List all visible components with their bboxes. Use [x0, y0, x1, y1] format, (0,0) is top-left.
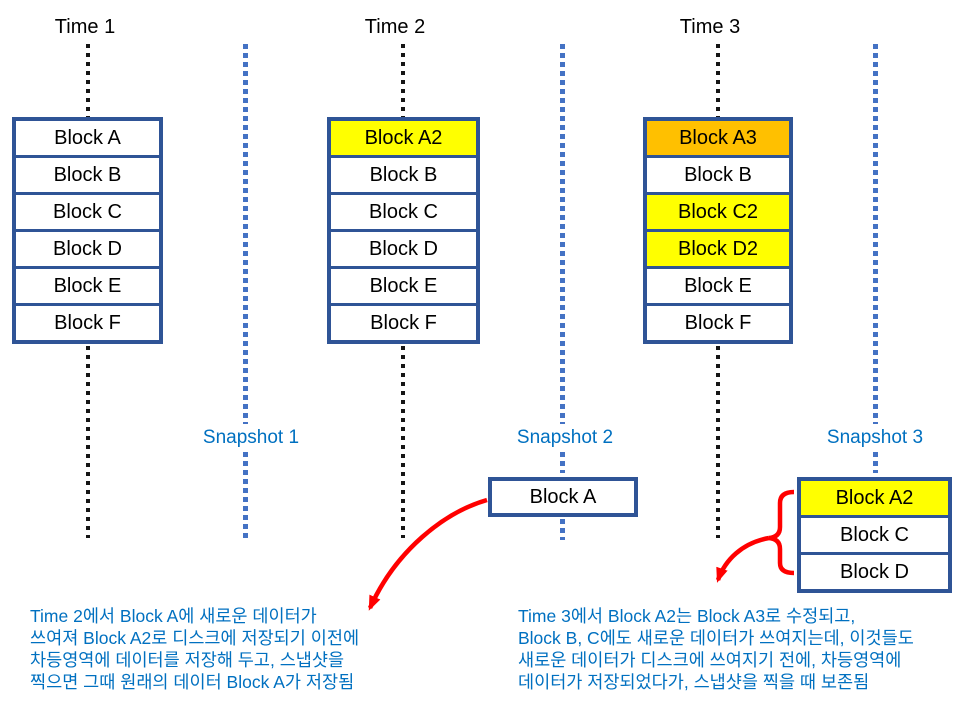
block-cell: Block D2: [647, 232, 789, 266]
time-2-block-stack: Block A2 Block B Block C Block D Block E…: [327, 117, 480, 344]
block-cell: Block F: [16, 306, 159, 340]
block-cell: Block A2: [801, 481, 948, 515]
time-1-dotted-line-top: [86, 44, 90, 117]
note-line: 쓰여져 Block A2로 디스크에 저장되기 이전에: [30, 628, 360, 648]
snapshot-2-dotted-line-top: [560, 44, 565, 424]
note-snapshot-2: Time 2에서 Block A에 새로운 데이터가 쓰여져 Block A2로…: [30, 605, 359, 693]
note-line: Time 2에서 Block A에 새로운 데이터가: [30, 606, 317, 626]
arrow-block-a-to-note-icon: [367, 497, 488, 611]
block-cell: Block D: [331, 232, 476, 266]
snapshot-1-dotted-line-top: [243, 44, 248, 424]
snapshot-2-dotted-line-middle: [560, 452, 565, 473]
block-cell: Block B: [647, 158, 789, 192]
time-1-block-stack: Block A Block B Block C Block D Block E …: [12, 117, 163, 344]
note-line: 찍으면 그때 원래의 데이터 Block A가 저장됨: [30, 672, 355, 692]
snapshot-3-label: Snapshot 3: [822, 427, 928, 449]
snapshot-3-dotted-line-middle: [873, 452, 878, 473]
arrow-snapshot-3-to-note-icon: [715, 535, 770, 583]
time-3-label: Time 3: [679, 16, 741, 38]
time-3-dotted-line-bottom: [716, 346, 720, 538]
snapshot-3-preserved-block-stack: Block A2 Block C Block D: [797, 477, 952, 593]
block-cell: Block C: [16, 195, 159, 229]
block-cell: Block F: [331, 306, 476, 340]
block-cell: Block E: [16, 269, 159, 303]
block-cell: Block E: [647, 269, 789, 303]
time-3-dotted-line-top: [716, 44, 720, 117]
block-cell: Block A3: [647, 121, 789, 155]
snapshot-1-label: Snapshot 1: [198, 427, 304, 449]
block-cell: Block C: [331, 195, 476, 229]
block-cell: Block F: [647, 306, 789, 340]
block-cell: Block C2: [647, 195, 789, 229]
note-line: Block B, C에도 새로운 데이터가 쓰여지는데, 이것들도: [518, 628, 914, 648]
note-line: 데이터가 저장되었다가, 스냅샷을 찍을 때 보존됨: [518, 672, 870, 692]
block-cell: Block D: [16, 232, 159, 266]
snapshot-1-dotted-line-bottom: [243, 452, 248, 540]
time-1-label: Time 1: [54, 16, 116, 38]
time-1-dotted-line-bottom: [86, 346, 90, 538]
snapshot-3-dotted-line-top: [873, 44, 878, 424]
time-2-dotted-line-bottom: [401, 346, 405, 538]
block-cell: Block B: [331, 158, 476, 192]
note-line: 차등영역에 데이터를 저장해 두고, 스냅샷을: [30, 650, 345, 670]
block-cell: Block A2: [331, 121, 476, 155]
time-3-block-stack: Block A3 Block B Block C2 Block D2 Block…: [643, 117, 793, 344]
note-line: 새로운 데이터가 디스크에 쓰여지기 전에, 차등영역에: [518, 650, 902, 670]
block-cell: Block E: [331, 269, 476, 303]
snapshot-3-brace-icon: [768, 489, 795, 576]
block-cell: Block C: [801, 518, 948, 552]
snapshot-2-label: Snapshot 2: [512, 427, 618, 449]
block-cell: Block A: [16, 121, 159, 155]
note-snapshot-3: Time 3에서 Block A2는 Block A3로 수정되고, Block…: [518, 605, 914, 693]
snapshot-2-preserved-block: Block A: [488, 477, 638, 517]
note-line: Time 3에서 Block A2는 Block A3로 수정되고,: [518, 606, 856, 626]
time-2-label: Time 2: [364, 16, 426, 38]
time-2-dotted-line-top: [401, 44, 405, 117]
block-cell: Block D: [801, 555, 948, 589]
snapshot-2-dotted-line-bottom: [560, 519, 565, 540]
block-cell: Block B: [16, 158, 159, 192]
